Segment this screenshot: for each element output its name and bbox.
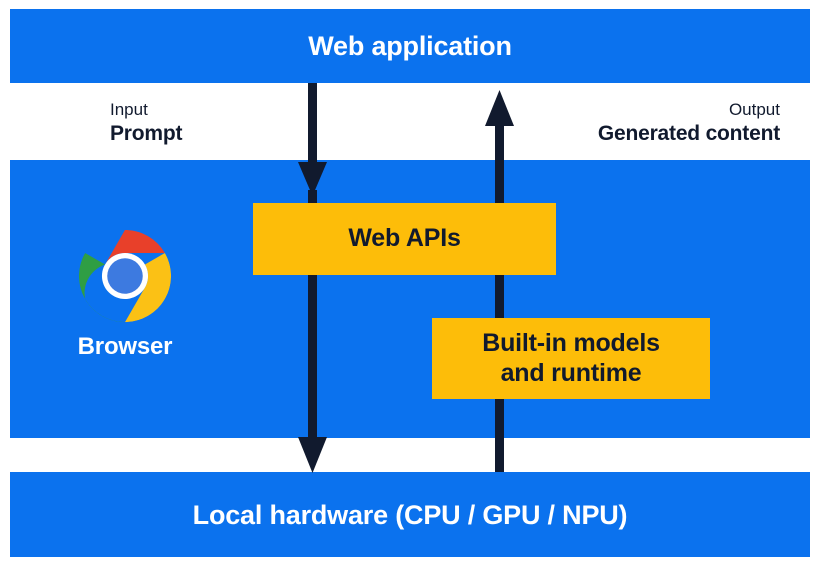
box-builtin-models[interactable]: Built-in models and runtime xyxy=(432,318,710,399)
browser-label: Browser xyxy=(77,333,173,360)
browser-group: Browser xyxy=(55,228,195,360)
band-local-hardware xyxy=(10,472,810,557)
flow-label-output: Output Generated content xyxy=(598,100,780,146)
web-application-title: Web application xyxy=(308,31,512,61)
box-web-apis-label: Web APIs xyxy=(348,224,461,253)
box-builtin-models-line1: Built-in models xyxy=(482,329,660,357)
input-kind-label: Input xyxy=(110,100,148,119)
band-web-application xyxy=(10,9,810,83)
box-web-apis[interactable]: Web APIs xyxy=(253,203,556,275)
input-value-label: Prompt xyxy=(110,121,183,145)
box-builtin-models-label: Built-in models and runtime xyxy=(482,329,660,388)
flow-label-input: Input Prompt xyxy=(110,100,183,146)
local-hardware-title: Local hardware (CPU / GPU / NPU) xyxy=(192,500,628,530)
output-kind-label: Output xyxy=(728,100,780,119)
output-value-label: Generated content xyxy=(597,121,780,145)
box-builtin-models-line2: and runtime xyxy=(500,358,642,387)
chrome-logo-icon xyxy=(78,229,172,323)
